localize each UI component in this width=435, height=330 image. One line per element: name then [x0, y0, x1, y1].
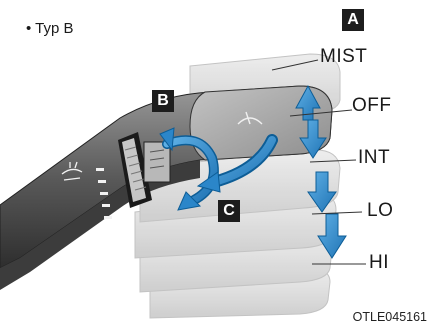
badge-a: A	[342, 9, 364, 31]
badge-b: B	[152, 90, 174, 112]
badge-c: C	[218, 200, 240, 222]
position-label-hi: HI	[369, 252, 389, 274]
variant-label: • Typ B	[26, 20, 74, 37]
position-label-lo: LO	[367, 200, 393, 222]
position-label-mist: MIST	[320, 46, 367, 68]
position-label-int: INT	[358, 147, 390, 169]
position-label-off: OFF	[352, 95, 392, 117]
image-code: OTLE045161	[353, 310, 427, 324]
